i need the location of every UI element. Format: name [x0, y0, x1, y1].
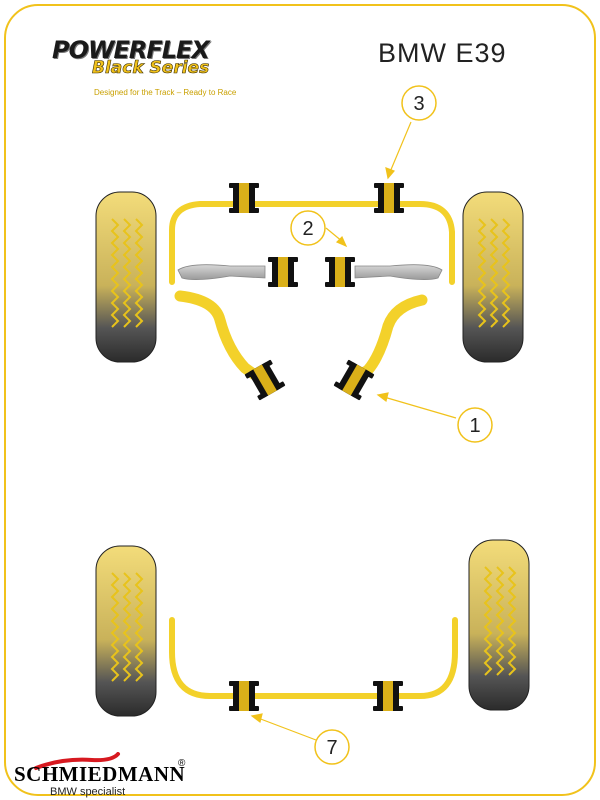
logo-sub-text: Black Series: [92, 58, 210, 79]
logo-tagline: Designed for the Track – Ready to Race: [94, 88, 237, 97]
tire-icon: [468, 539, 530, 711]
bushing-icon: [229, 183, 259, 213]
callout-2-label: 2: [302, 218, 313, 240]
anti-roll-bar-icon: [174, 290, 268, 386]
callout-2: 2: [290, 210, 326, 246]
callout-7: 7: [314, 729, 350, 765]
control-arm-icon: [177, 264, 443, 280]
bushing-icon: [229, 681, 259, 711]
anti-roll-bar-icon: [169, 617, 458, 699]
bushing-icon: [373, 681, 403, 711]
model-title: BMW E39: [378, 38, 507, 68]
tire-icon: [95, 545, 157, 717]
arrow-icon: [250, 121, 457, 741]
callout-3-label: 3: [413, 93, 424, 115]
brand-name: SCHMIEDMANN: [14, 762, 186, 786]
anti-roll-bar-icon: [346, 294, 428, 386]
callout-1: 1: [457, 407, 493, 443]
callout-1-label: 1: [469, 415, 480, 437]
bushing-icon: [268, 257, 298, 287]
tire-icon: [95, 191, 157, 363]
logo-main-text: POWERFLEX: [52, 36, 210, 64]
anti-roll-bar-icon: [169, 201, 455, 285]
schmiedmann-brand: SCHMIEDMANN ® BMW specialist: [10, 752, 200, 800]
schmiedmann-s-icon: [34, 752, 120, 770]
brand-registered: ®: [178, 758, 186, 769]
rounded-frame: [4, 4, 596, 796]
tire-icon: [462, 191, 524, 363]
bushing-icon: [325, 257, 355, 287]
powerflex-logo: POWERFLEX Black Series Designed for the …: [46, 36, 236, 100]
callout-3: 3: [401, 85, 437, 121]
callout-7-label: 7: [326, 737, 337, 759]
bushing-icon: [374, 183, 404, 213]
brand-subtitle: BMW specialist: [50, 786, 126, 798]
